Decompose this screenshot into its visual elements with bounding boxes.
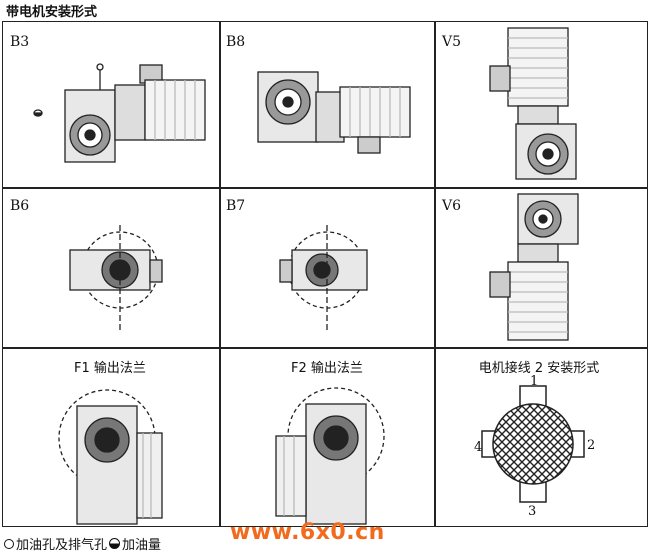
- wiring-terminal-1: 1: [530, 374, 539, 389]
- oil-level-icon: [109, 538, 121, 549]
- cell-label-b8: B8: [226, 34, 246, 50]
- wiring-terminal-2: 2: [587, 438, 596, 453]
- b7-drawing: [279, 225, 368, 330]
- wiring-terminal-3: 3: [528, 504, 537, 519]
- grid-divider: [2, 347, 648, 349]
- f1-drawing: [58, 389, 163, 525]
- v6-drawing: [489, 193, 579, 341]
- page-title: 带电机安装形式: [6, 5, 98, 20]
- cell-label-b6: B6: [10, 198, 30, 214]
- legend-oil-level-label: 加油量: [122, 538, 162, 553]
- watermark: www.6x0.cn: [230, 520, 385, 545]
- grid-divider: [219, 21, 221, 527]
- b6-drawing: [69, 225, 163, 330]
- cell-title-f1: F1 输出法兰: [74, 361, 146, 376]
- cell-label-v6: V6: [442, 198, 462, 214]
- cell-label-b7: B7: [226, 198, 246, 214]
- b8-drawing: [257, 71, 411, 154]
- legend-fill-vent-label: 加油孔及排气孔: [16, 538, 108, 553]
- wiring-terminal-4: 4: [474, 440, 483, 455]
- cell-label-v5: V5: [442, 34, 462, 50]
- mounting-grid: [2, 21, 648, 527]
- v5-drawing: [489, 27, 577, 180]
- cell-title-wiring: 电机接线 2 安装形式: [478, 361, 600, 376]
- f2-drawing: [275, 387, 385, 525]
- legend: 加油孔及排气孔 加油量: [4, 534, 161, 553]
- wiring-diagram: [481, 385, 585, 503]
- b3-drawing: [33, 63, 206, 163]
- cell-label-b3: B3: [10, 34, 30, 50]
- cell-title-f2: F2 输出法兰: [291, 361, 363, 376]
- grid-divider: [434, 21, 436, 527]
- fill-vent-hole-icon: [4, 538, 14, 549]
- grid-divider: [2, 187, 648, 189]
